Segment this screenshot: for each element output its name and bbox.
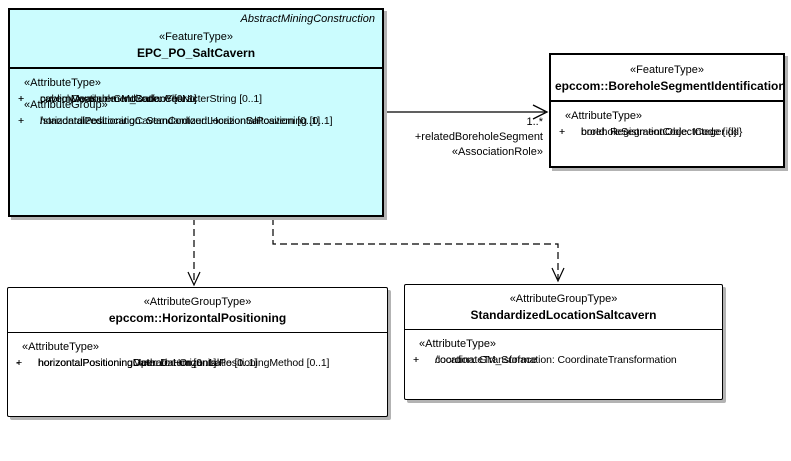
class-name: StandardizedLocationSaltcavern	[470, 308, 657, 322]
attributes-compartment: «AttributeType» + /location: GM_Surface …	[405, 330, 722, 366]
attribute-text: /standardizedLocation: StandardizedLocat…	[40, 115, 321, 127]
attributes-compartment: «AttributeType» + broId: RegistrationObj…	[551, 102, 783, 138]
visibility-sign: +	[18, 93, 25, 105]
class-stereotype: «AttributeGroupType»	[143, 296, 252, 308]
visibility-sign: +	[413, 354, 420, 366]
class-horizontal-positioning[interactable]: «AttributeGroupType» epccom::HorizontalP…	[7, 287, 388, 417]
attribute-text: /location: GM_Surface	[435, 354, 537, 366]
dependency-horizontal-positioning[interactable]	[187, 218, 201, 287]
visibility-sign: +	[18, 115, 25, 127]
visibility-sign: -	[16, 357, 20, 369]
visibility-sign: +	[559, 126, 566, 138]
attribute-text: coordinateTransformation: CoordinateTran…	[435, 354, 677, 366]
section-heading: «AttributeType»	[24, 77, 102, 89]
visibility-sign: +	[18, 115, 25, 127]
association-role-name: +relatedBoreholeSegment	[414, 131, 543, 143]
attribute-text: boreholeSegmentCode: Integer {id}	[581, 126, 743, 138]
attribute-text: broId: RegistrationObjectCode {id}	[581, 126, 737, 138]
attribute-text: cavernContour: GM_Surface [0..1]	[40, 93, 197, 105]
section-heading: «AttributeType»	[565, 110, 643, 122]
class-stereotype: «FeatureType»	[630, 64, 704, 76]
attribute-text: publiclyAvailable: IndicationYesNo	[40, 93, 196, 105]
class-stereotype: «FeatureType»	[159, 31, 233, 43]
section-heading: «AttributeGroup»	[24, 99, 108, 111]
class-borehole-segment-identification[interactable]: «FeatureType» epccom::BoreholeSegmentIde…	[549, 53, 786, 168]
section-heading: «AttributeType»	[419, 338, 497, 350]
attributes-compartment: «AttributeType» + cavernMeasurementCode:…	[10, 69, 382, 127]
dependency-standardized-location[interactable]	[272, 218, 565, 283]
class-name: EPC_PO_SaltCavern	[136, 46, 256, 60]
parent-class-label: AbstractMiningConstruction	[240, 13, 375, 25]
association-labels: 1..* +relatedBoreholeSegment «Associatio…	[415, 115, 543, 160]
attribute-text: horizontalPositioningCavernContour: Hori…	[40, 115, 333, 127]
visibility-sign: +	[18, 93, 25, 105]
class-header: «AttributeGroupType» StandardizedLocatio…	[405, 285, 722, 330]
attribute-text: horizontalPositioningDate: Datum [0..1]	[38, 357, 217, 369]
attribute-text: horizontalPositioningOperator: Organisat…	[38, 357, 258, 369]
class-standardized-location-saltcavern[interactable]: «AttributeGroupType» StandardizedLocatio…	[404, 284, 723, 400]
association-multiplicity: 1..*	[526, 116, 543, 128]
class-header: «AttributeGroupType» epccom::HorizontalP…	[8, 288, 387, 333]
attribute-text: cavernMeasurementCode: CharacterString […	[40, 93, 262, 105]
visibility-sign: +	[413, 354, 420, 366]
attribute-text: horizontalPositioningMethod: HorizontalP…	[38, 357, 330, 369]
visibility-sign: +	[559, 126, 566, 138]
class-name: epccom::HorizontalPositioning	[108, 311, 287, 325]
class-name: epccom::BoreholeSegmentIdentification	[555, 79, 786, 93]
visibility-sign: +	[16, 357, 23, 369]
association-stereotype: «AssociationRole»	[451, 146, 543, 158]
class-stereotype: «AttributeGroupType»	[509, 293, 618, 305]
visibility-sign: +	[16, 357, 23, 369]
association-related-borehole-segment[interactable]	[384, 104, 549, 120]
class-epc-po-saltcavern[interactable]: AbstractMiningConstruction «FeatureType»…	[8, 8, 384, 217]
class-header: AbstractMiningConstruction «FeatureType»…	[10, 10, 382, 69]
class-header: «FeatureType» epccom::BoreholeSegmentIde…	[551, 55, 786, 102]
attributes-compartment: «AttributeType» + horizontalPositioningD…	[8, 333, 387, 369]
section-heading: «AttributeType»	[22, 341, 100, 353]
visibility-sign: +	[18, 93, 25, 105]
